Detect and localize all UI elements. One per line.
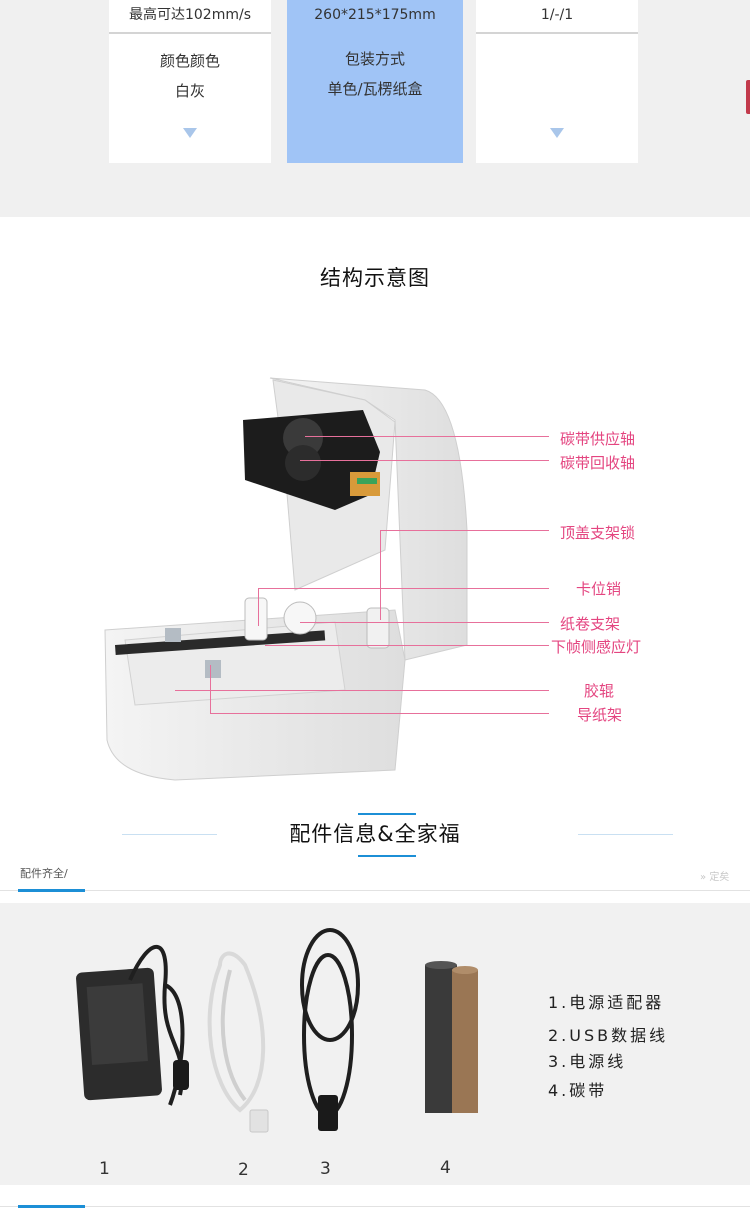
spec-card-line2: 单色/瓦楞纸盒 [327, 80, 423, 98]
bottom-divider [0, 1206, 750, 1207]
callout-line [210, 665, 211, 713]
double-chevron-right-icon: » [700, 872, 707, 883]
usb-cable-image [207, 951, 269, 1133]
callout-locating-pin: 卡位销 [576, 580, 622, 598]
heading-deco-accent-bottom [358, 855, 416, 857]
power-cord-image [300, 928, 360, 1131]
ribbon-rolls-image [425, 961, 478, 1113]
item-number-4: 4 [440, 1158, 451, 1178]
bottom-active-indicator [18, 1205, 85, 1208]
callout-line [210, 713, 549, 714]
callout-top-cover-lock: 顶盖支架锁 [560, 524, 636, 542]
legend-item-4: 4.碳带 [548, 1081, 608, 1100]
callout-line [300, 622, 549, 623]
spec-card-top-text: 1/-/1 [540, 7, 574, 23]
item-number-3: 3 [320, 1159, 331, 1179]
callout-ribbon-supply-shaft: 碳带供应轴 [560, 430, 636, 448]
item-number-2: 2 [238, 1160, 249, 1180]
side-edge-tab [746, 80, 750, 114]
spec-card-other[interactable]: 1/-/1 [476, 0, 638, 163]
accessories-image [76, 928, 478, 1133]
chevron-down-icon[interactable] [550, 128, 564, 138]
heading-deco-line-left [122, 834, 217, 835]
spec-card-size[interactable]: 260*215*175mm 包装方式 单色/瓦楞纸盒 [287, 0, 463, 163]
printer-diagram [104, 377, 468, 781]
callout-line [265, 645, 549, 646]
callout-line [305, 436, 549, 437]
structure-title: 结构示意图 [320, 266, 430, 290]
callout-line [258, 588, 259, 626]
callout-ribbon-rewind-shaft: 碳带回收轴 [560, 454, 636, 472]
callout-line [175, 690, 549, 691]
spec-card-divider [476, 32, 638, 34]
callout-platen-roller: 胶辊 [584, 682, 615, 700]
callout-line [300, 460, 549, 461]
callout-line [258, 588, 549, 589]
legend-item-2: 2.USB数据线 [548, 1026, 669, 1045]
callout-line [380, 530, 549, 531]
callout-paper-guide: 导纸架 [577, 706, 623, 724]
spec-card-line1: 包装方式 [344, 50, 405, 68]
more-link[interactable]: » 定矣 [700, 868, 729, 883]
heading-deco-accent-top [358, 813, 416, 815]
chevron-down-icon[interactable] [183, 128, 197, 138]
accessories-tab[interactable]: 配件齐全/ [20, 867, 68, 880]
power-adapter-image [76, 945, 189, 1106]
item-number-1: 1 [99, 1159, 110, 1179]
callout-line [380, 530, 381, 620]
spec-card-line2: 白灰 [174, 82, 205, 100]
tab-active-indicator [18, 889, 85, 892]
heading-deco-line-right [578, 834, 673, 835]
legend-item-3: 3.电源线 [548, 1052, 627, 1071]
spec-card-line1: 颜色颜色 [159, 52, 220, 70]
spec-card-divider [109, 32, 271, 34]
accessories-title: 配件信息&全家福 [289, 822, 461, 846]
spec-card-top-text: 最高可达102mm/s [128, 7, 251, 23]
callout-lower-sensor-light: 下帧侧感应灯 [551, 638, 642, 656]
legend-item-1: 1.电源适配器 [548, 993, 665, 1012]
spec-card-top-text: 260*215*175mm [314, 7, 436, 23]
tab-bar-divider [0, 890, 750, 891]
more-link-label: 定矣 [709, 872, 730, 883]
callout-paper-roll-holder: 纸卷支架 [560, 615, 621, 633]
spec-card-speed[interactable]: 最高可达102mm/s 颜色颜色 白灰 [109, 0, 271, 163]
